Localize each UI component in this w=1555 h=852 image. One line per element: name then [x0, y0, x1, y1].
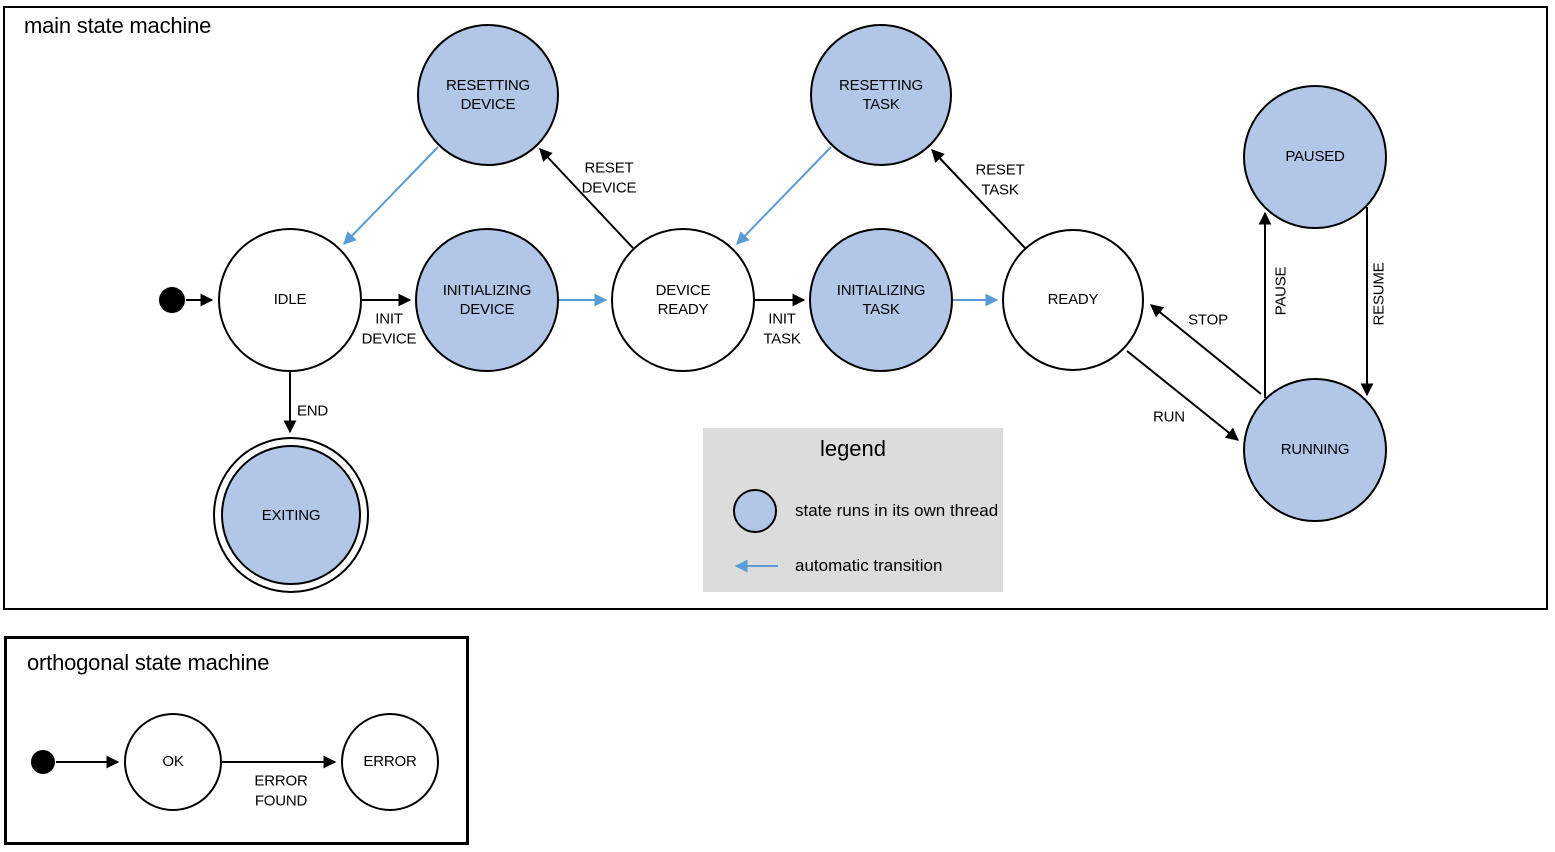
state-resetting-device: RESETTING DEVICE: [417, 24, 559, 166]
state-resetting-device-label-line1: RESETTING: [445, 76, 531, 94]
transition-label-init-task-line1: INIT: [768, 310, 796, 328]
state-resetting-task-label-line1: RESETTING: [838, 76, 924, 94]
auto-transition-arrow-resetting-task-to-device-ready: [736, 146, 832, 245]
transition-label-end: END: [297, 402, 329, 420]
state-initializing-device-label-line1: INITIALIZING: [442, 281, 532, 299]
legend-item-automatic-transition: automatic transition: [795, 556, 943, 575]
transition-label-error-found: ERROR FOUND: [254, 772, 307, 811]
legend-item-threaded-state: state runs in its own thread: [795, 501, 999, 520]
state-initializing-task: INITIALIZING TASK: [809, 228, 953, 372]
transition-arrow-stop: [1149, 304, 1262, 395]
legend-threaded-state-icon: [733, 489, 777, 533]
state-exiting-label: EXITING: [261, 506, 321, 524]
transition-label-reset-task-line2: TASK: [981, 181, 1019, 198]
transition-label-reset-device-line2: DEVICE: [581, 179, 637, 196]
legend-title: legend: [819, 436, 887, 461]
transition-label-reset-task-line1: RESET: [975, 161, 1025, 179]
state-ok-label: OK: [162, 753, 184, 771]
transition-label-init-device: INIT DEVICE: [362, 310, 417, 349]
transition-label-init-device-line2: DEVICE: [361, 330, 417, 347]
state-device-ready-label-line2: READY: [657, 301, 709, 318]
transition-label-init-device-line1: INIT: [375, 310, 403, 328]
transition-label-run: RUN: [1153, 408, 1185, 426]
state-paused: PAUSED: [1243, 85, 1387, 229]
state-paused-label: PAUSED: [1285, 148, 1345, 166]
state-error: ERROR: [341, 713, 439, 811]
transition-label-reset-task: RESET TASK: [975, 161, 1024, 200]
transition-label-stop: STOP: [1188, 311, 1228, 329]
state-initializing-task-label-line1: INITIALIZING: [836, 281, 926, 299]
initial-state-dot-main: [159, 287, 185, 313]
state-ready: READY: [1002, 229, 1144, 371]
orthogonal-panel-title: orthogonal state machine: [27, 650, 270, 675]
state-exiting-final-outline: EXITING: [213, 437, 369, 593]
state-initializing-task-label-line2: TASK: [862, 301, 900, 318]
state-initializing-device-label-line2: DEVICE: [459, 301, 515, 318]
state-ready-label: READY: [1047, 291, 1099, 309]
state-error-label: ERROR: [363, 753, 417, 771]
transition-label-init-task-line2: TASK: [763, 330, 801, 347]
transition-label-init-task: INIT TASK: [763, 310, 800, 349]
transition-label-error-found-line1: ERROR: [254, 772, 308, 790]
transition-label-error-found-line2: FOUND: [254, 792, 308, 809]
state-idle: IDLE: [218, 228, 362, 372]
transition-label-resume: RESUME: [1370, 262, 1388, 326]
state-resetting-device-label-line2: DEVICE: [460, 96, 516, 113]
state-device-ready-label-line1: DEVICE: [655, 281, 711, 299]
state-initializing-device: INITIALIZING DEVICE: [415, 228, 559, 372]
state-resetting-task: RESETTING TASK: [810, 24, 952, 166]
transition-label-pause: PAUSE: [1272, 266, 1290, 316]
transition-arrow-reset-device: [539, 148, 634, 249]
state-running-label: RUNNING: [1280, 441, 1350, 459]
state-device-ready: DEVICE READY: [611, 228, 755, 372]
state-resetting-task-label-line2: TASK: [862, 96, 900, 113]
transition-label-reset-device: RESET DEVICE: [582, 159, 637, 198]
auto-transition-arrow-resetting-device-to-idle: [343, 146, 439, 245]
transition-label-reset-device-line1: RESET: [584, 159, 634, 177]
initial-state-dot-orthogonal: [31, 750, 55, 774]
main-panel-title: main state machine: [24, 13, 212, 38]
state-exiting: EXITING: [221, 445, 361, 585]
state-idle-label: IDLE: [273, 291, 307, 309]
transition-arrow-run: [1126, 350, 1240, 441]
transition-arrow-reset-task: [931, 149, 1026, 249]
state-ok: OK: [124, 713, 222, 811]
state-running: RUNNING: [1243, 378, 1387, 522]
